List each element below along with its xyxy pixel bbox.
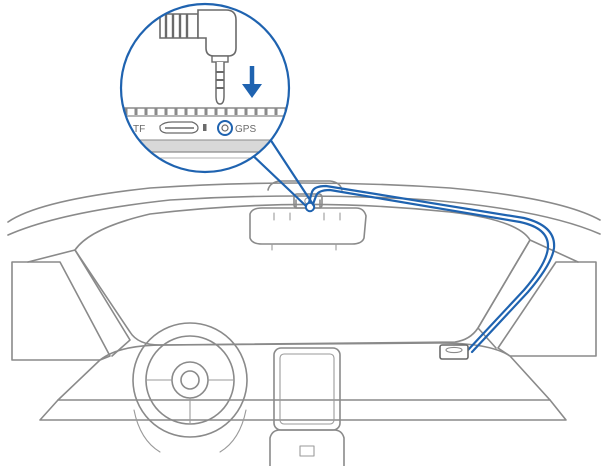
center-display (273, 347, 341, 431)
zoom-callout-ring (119, 2, 291, 174)
center-console (269, 429, 345, 466)
gps-port-icon (217, 120, 233, 136)
zoom-leader-line-left (245, 148, 308, 208)
car-interior (7, 180, 601, 466)
zoom-callout: TF GPS (119, 2, 291, 174)
gps-label: GPS (235, 124, 256, 135)
dashboard (57, 342, 551, 401)
gear-selector (299, 445, 315, 457)
tf-label: TF (133, 124, 145, 135)
arrow-down-icon (242, 66, 262, 98)
gps-cable (310, 188, 550, 352)
windshield (74, 203, 531, 346)
dashboard-lower (39, 399, 567, 421)
left-side-window (11, 261, 111, 361)
sd-card-slot-icon (159, 121, 207, 134)
gps-cable-return (306, 184, 556, 354)
steering-wheel (132, 322, 248, 453)
vent-ridges (121, 108, 289, 115)
mirror-mount-bump (267, 180, 343, 191)
rearview-mirror (249, 199, 367, 251)
gps-receiver-module (439, 344, 469, 360)
left-pillar (27, 249, 131, 357)
zoom-leader-line-right (266, 134, 316, 208)
right-pillar (477, 239, 579, 349)
gps-connector-plug (159, 9, 237, 105)
power-port-icon (121, 122, 129, 134)
